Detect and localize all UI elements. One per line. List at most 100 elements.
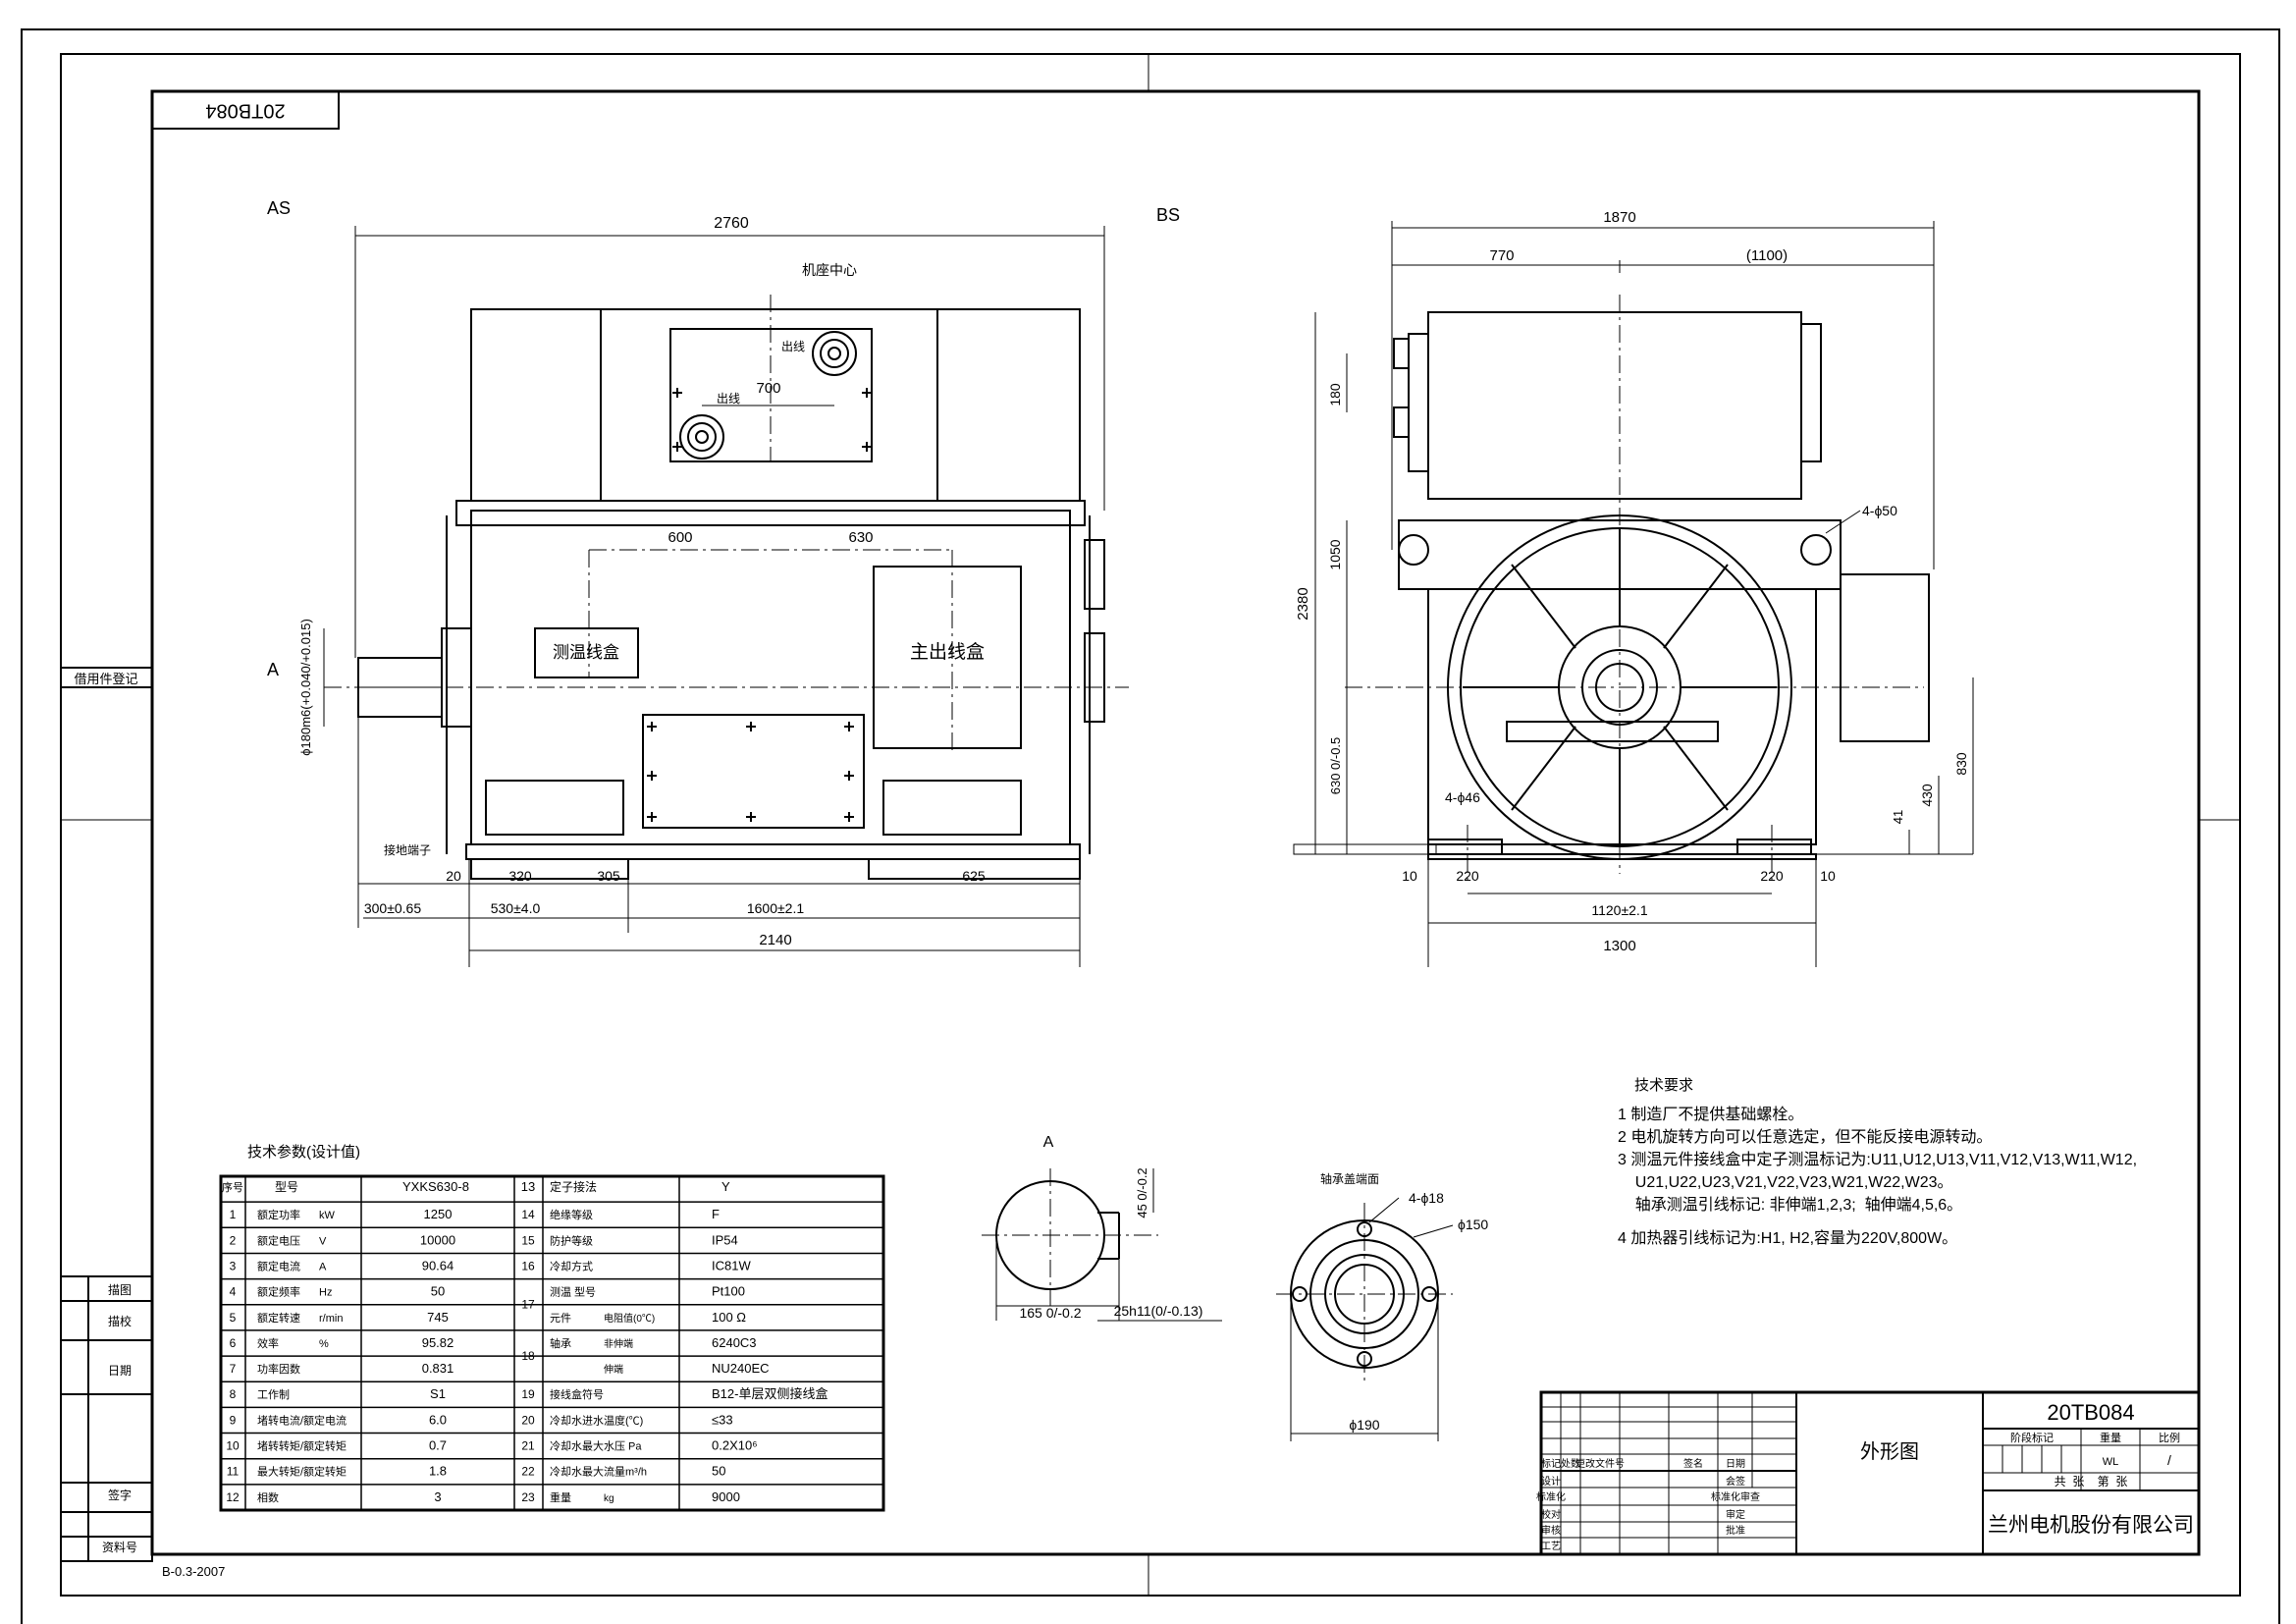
label-base-center: 机座中心 <box>802 262 857 278</box>
sign-row-label: 工艺 <box>1541 1541 1561 1552</box>
dim-height-total: 2380 <box>1295 587 1311 620</box>
label-aux-box: 测温线盒 <box>553 643 619 662</box>
param-unit: A <box>319 1261 327 1272</box>
dim-foot-to-center: 530±4.0 <box>491 900 541 916</box>
dim-flange-inner: ϕ150 <box>1458 1217 1488 1232</box>
rev-header-cell: 签名 <box>1683 1457 1703 1470</box>
dim-foot-width: 305 <box>597 868 620 884</box>
dim-shaft-extension: 300±0.65 <box>364 900 422 916</box>
tech-requirements: 技术要求 1 制造厂不提供基础螺栓。 2 电机旋转方向可以任意选定，但不能反接电… <box>1618 1077 2137 1247</box>
dim-right-height: 830 <box>1953 752 1969 776</box>
dim-foot-gap: 20 <box>446 868 461 884</box>
param-value: B12-单层双侧接线盒 <box>712 1386 828 1401</box>
sign-right-label: 标准化审查 <box>1711 1490 1760 1503</box>
front-dim-lines <box>323 226 1105 967</box>
tech-req-3: 3 测温元件接线盒中定子测温标记为:U11,U12,U13,V11,V12,V1… <box>1618 1151 2137 1168</box>
params-table-grid <box>219 1174 885 1512</box>
rev-header-cell: 处数 <box>1561 1457 1580 1470</box>
dim-foot-width-left: 220 <box>1456 868 1479 884</box>
param-value: 50 <box>431 1284 445 1299</box>
label-terminal-1: 出线 <box>781 340 805 353</box>
param-value: 95.82 <box>422 1335 454 1350</box>
param-no: 23 <box>521 1490 535 1504</box>
side-strip-top-label: 借用件登记 <box>74 672 137 686</box>
param-name: 额定电压 <box>257 1233 300 1247</box>
param-unit: 电阻值(0℃) <box>604 1312 655 1325</box>
param-no: 6 <box>230 1336 237 1350</box>
params-header-model-label: 型号 <box>275 1180 298 1194</box>
side-strip-label-3: 日期 <box>108 1364 132 1378</box>
param-no: 18 <box>521 1349 535 1363</box>
param-value: 3 <box>434 1489 441 1504</box>
param-name: 绝缘等级 <box>550 1208 593 1221</box>
title-company: 兰州电机股份有限公司 <box>1988 1514 2194 1537</box>
param-no: 3 <box>230 1259 237 1272</box>
title-stage-value: WL <box>2103 1456 2119 1468</box>
param-value: 745 <box>427 1310 449 1325</box>
param-no: 4 <box>230 1285 237 1299</box>
param-no: 7 <box>230 1362 237 1376</box>
shaft-section-dims <box>982 1168 1222 1322</box>
dim-left-box-offset: 600 <box>667 529 692 546</box>
param-value: IC81W <box>712 1258 751 1272</box>
dim-left-width: 770 <box>1489 247 1514 264</box>
param-no: 2 <box>230 1233 237 1247</box>
title-weight-header: 重量 <box>2100 1431 2121 1444</box>
param-name: 额定转速 <box>257 1311 300 1325</box>
param-no: 22 <box>521 1465 535 1479</box>
param-name: 额定频率 <box>257 1285 300 1299</box>
rotated-drawing-number-text: 20TB084 <box>205 100 285 122</box>
title-rev-header: 标记处数更改文件号签名日期 <box>1541 1457 1745 1470</box>
param-no: 19 <box>521 1387 535 1401</box>
front-centerlines <box>324 295 1129 751</box>
sign-right-label: 批准 <box>1726 1524 1745 1537</box>
param-unit: 非伸端 <box>604 1337 633 1350</box>
dim-right-box-offset: 630 <box>848 529 873 546</box>
param-no: 20 <box>521 1413 535 1427</box>
dim-foot-thickness: 41 <box>1891 810 1905 824</box>
params-table-title: 技术参数(设计值) <box>247 1144 360 1161</box>
tech-req-5: 轴承测温引线标记: 非伸端1,2,3; 轴伸端4,5,6。 <box>1618 1196 1962 1214</box>
param-no: 15 <box>521 1233 535 1247</box>
param-name: 相数 <box>257 1491 279 1504</box>
param-name: 效率 <box>257 1336 279 1350</box>
param-unit: % <box>319 1338 329 1350</box>
params-header-connection: 定子接法 <box>550 1179 597 1194</box>
title-drawing-name: 外形图 <box>1860 1440 1919 1463</box>
title-sheet-text: 共 张 第 张 <box>2055 1475 2128 1489</box>
param-unit: kg <box>604 1493 614 1504</box>
param-unit: Hz <box>319 1287 332 1299</box>
dim-key-depth: 45 0/-0.2 <box>1135 1167 1149 1218</box>
dim-hole-spacing: 1120±2.1 <box>1591 902 1647 918</box>
side-strip-label-4: 签字 <box>108 1488 132 1502</box>
param-unit: kW <box>319 1210 336 1221</box>
dim-flange-holes: 4-ϕ18 <box>1409 1190 1444 1206</box>
param-no: 16 <box>521 1259 535 1272</box>
params-header-y: Y <box>721 1179 730 1194</box>
param-value: 1250 <box>424 1207 453 1221</box>
param-name: 元件 <box>550 1312 571 1325</box>
dim-terminal-spacing: 700 <box>756 380 780 397</box>
side-strip-label-2: 描校 <box>108 1314 132 1328</box>
param-value: Pt100 <box>712 1284 745 1299</box>
param-value: IP54 <box>712 1232 738 1247</box>
title-stage-header: 阶段标记 <box>2010 1431 2054 1444</box>
sign-right-label: 会签 <box>1726 1475 1745 1488</box>
left-side-strip <box>60 667 153 1562</box>
title-scale-header: 比例 <box>2159 1431 2180 1444</box>
label-main-box: 主出线盒 <box>910 641 985 663</box>
param-name: 冷却水最大水压 Pa <box>550 1439 642 1453</box>
sheet-border <box>21 28 2280 1624</box>
param-name: 轴承 <box>550 1336 571 1350</box>
param-unit: V <box>319 1235 327 1247</box>
dim-right-foot: 625 <box>962 868 986 884</box>
side-dim-lines <box>1306 221 1974 967</box>
title-scale-value: / <box>2167 1452 2171 1468</box>
dim-overall-length: 2760 <box>714 215 749 232</box>
form-code: B-0.3-2007 <box>162 1564 225 1579</box>
title-block <box>1539 1390 2201 1556</box>
dim-edge-left: 10 <box>1402 868 1417 884</box>
dim-height-upper: 1050 <box>1327 539 1343 569</box>
